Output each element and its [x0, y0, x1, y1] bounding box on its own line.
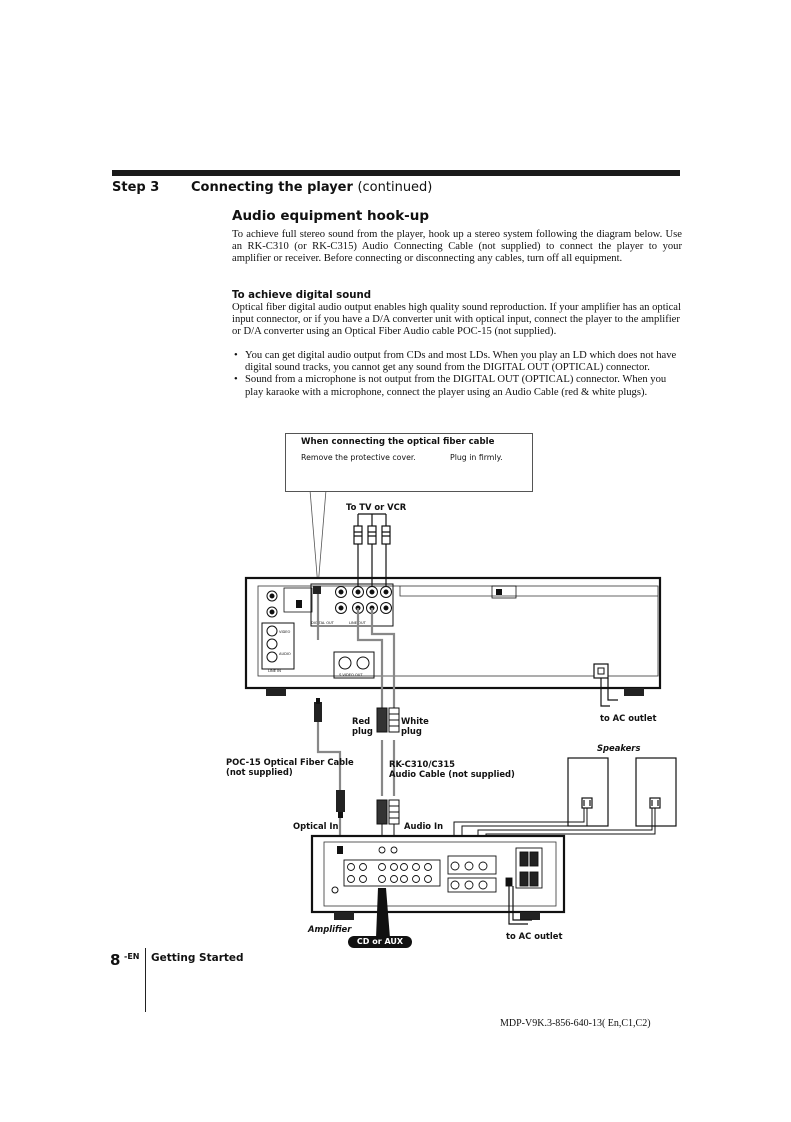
- ac-cord-2: [508, 886, 532, 925]
- audio-cable: [356, 608, 396, 796]
- player-left-jacks: [261, 590, 295, 670]
- model-code: MDP-V9K.3-856-640-13( En,C1,C2): [500, 1018, 651, 1029]
- amplifier-unit: [310, 834, 566, 938]
- footer-divider: [145, 948, 146, 1012]
- label-speakers: Speakers: [597, 743, 641, 753]
- label-poc15-cable: POC-15 Optical Fiber Cable (not supplied…: [226, 757, 354, 777]
- tv-vcr-cables: [353, 513, 391, 586]
- digital-paragraph: Optical fiber digital audio output enabl…: [232, 302, 681, 338]
- ac-cord-1: [600, 678, 618, 707]
- panel-line-in: LINE IN: [268, 669, 281, 673]
- label-to-tv-vcr: To TV or VCR: [346, 502, 407, 512]
- section-heading: Audio equipment hook-up: [232, 208, 430, 224]
- section-rule: [112, 170, 680, 176]
- step-title-suffix: (continued): [357, 180, 433, 195]
- callout-title: When connecting the optical fiber cable: [301, 437, 495, 447]
- label-white-plug: White plug: [401, 716, 429, 736]
- page-number: 8: [110, 951, 121, 969]
- label-audio-in: Audio In: [404, 821, 444, 831]
- speakers: [567, 757, 677, 827]
- panel-digital-out: DIGITAL OUT: [311, 621, 335, 625]
- panel-audio: AUDIO: [279, 652, 291, 656]
- digital-bullet-list: You can get digital audio output from CD…: [232, 350, 682, 399]
- callout-pointer: [309, 489, 327, 588]
- optical-callout-box: [285, 433, 533, 492]
- footer-section: Getting Started: [151, 952, 244, 964]
- panel-s-video-out: S VIDEO OUT: [339, 673, 363, 677]
- player-unit: [244, 576, 662, 696]
- label-optical-in: Optical In: [293, 821, 339, 831]
- label-red-plug: Red plug: [352, 716, 373, 736]
- intro-paragraph: To achieve full stereo sound from the pl…: [232, 229, 682, 265]
- label-amplifier: Amplifier: [308, 924, 352, 934]
- bullet-item: Sound from a microphone is not output fr…: [232, 374, 682, 398]
- subheading-digital: To achieve digital sound: [232, 290, 372, 301]
- step-title-text: Connecting the player: [191, 180, 353, 195]
- label-to-ac-outlet-2: to AC outlet: [506, 931, 563, 941]
- page-suffix: -EN: [124, 952, 140, 961]
- step-title: Connecting the player (continued): [191, 180, 432, 195]
- callout-plug-firmly: Plug in firmly.: [450, 453, 503, 462]
- label-rkc310-cable: RK-C310/C315 Audio Cable (not supplied): [389, 759, 515, 779]
- step-label: Step 3: [112, 180, 160, 195]
- rca-plugs-upper: [376, 707, 400, 733]
- label-to-ac-outlet-1: to AC outlet: [600, 713, 657, 723]
- bullet-item: You can get digital audio output from CD…: [232, 350, 682, 374]
- optical-cable: [316, 594, 342, 790]
- panel-video: VIDEO: [279, 630, 291, 634]
- cd-or-aux-badge: CD or AUX: [348, 936, 412, 948]
- callout-remove-cover: Remove the protective cover.: [301, 453, 416, 462]
